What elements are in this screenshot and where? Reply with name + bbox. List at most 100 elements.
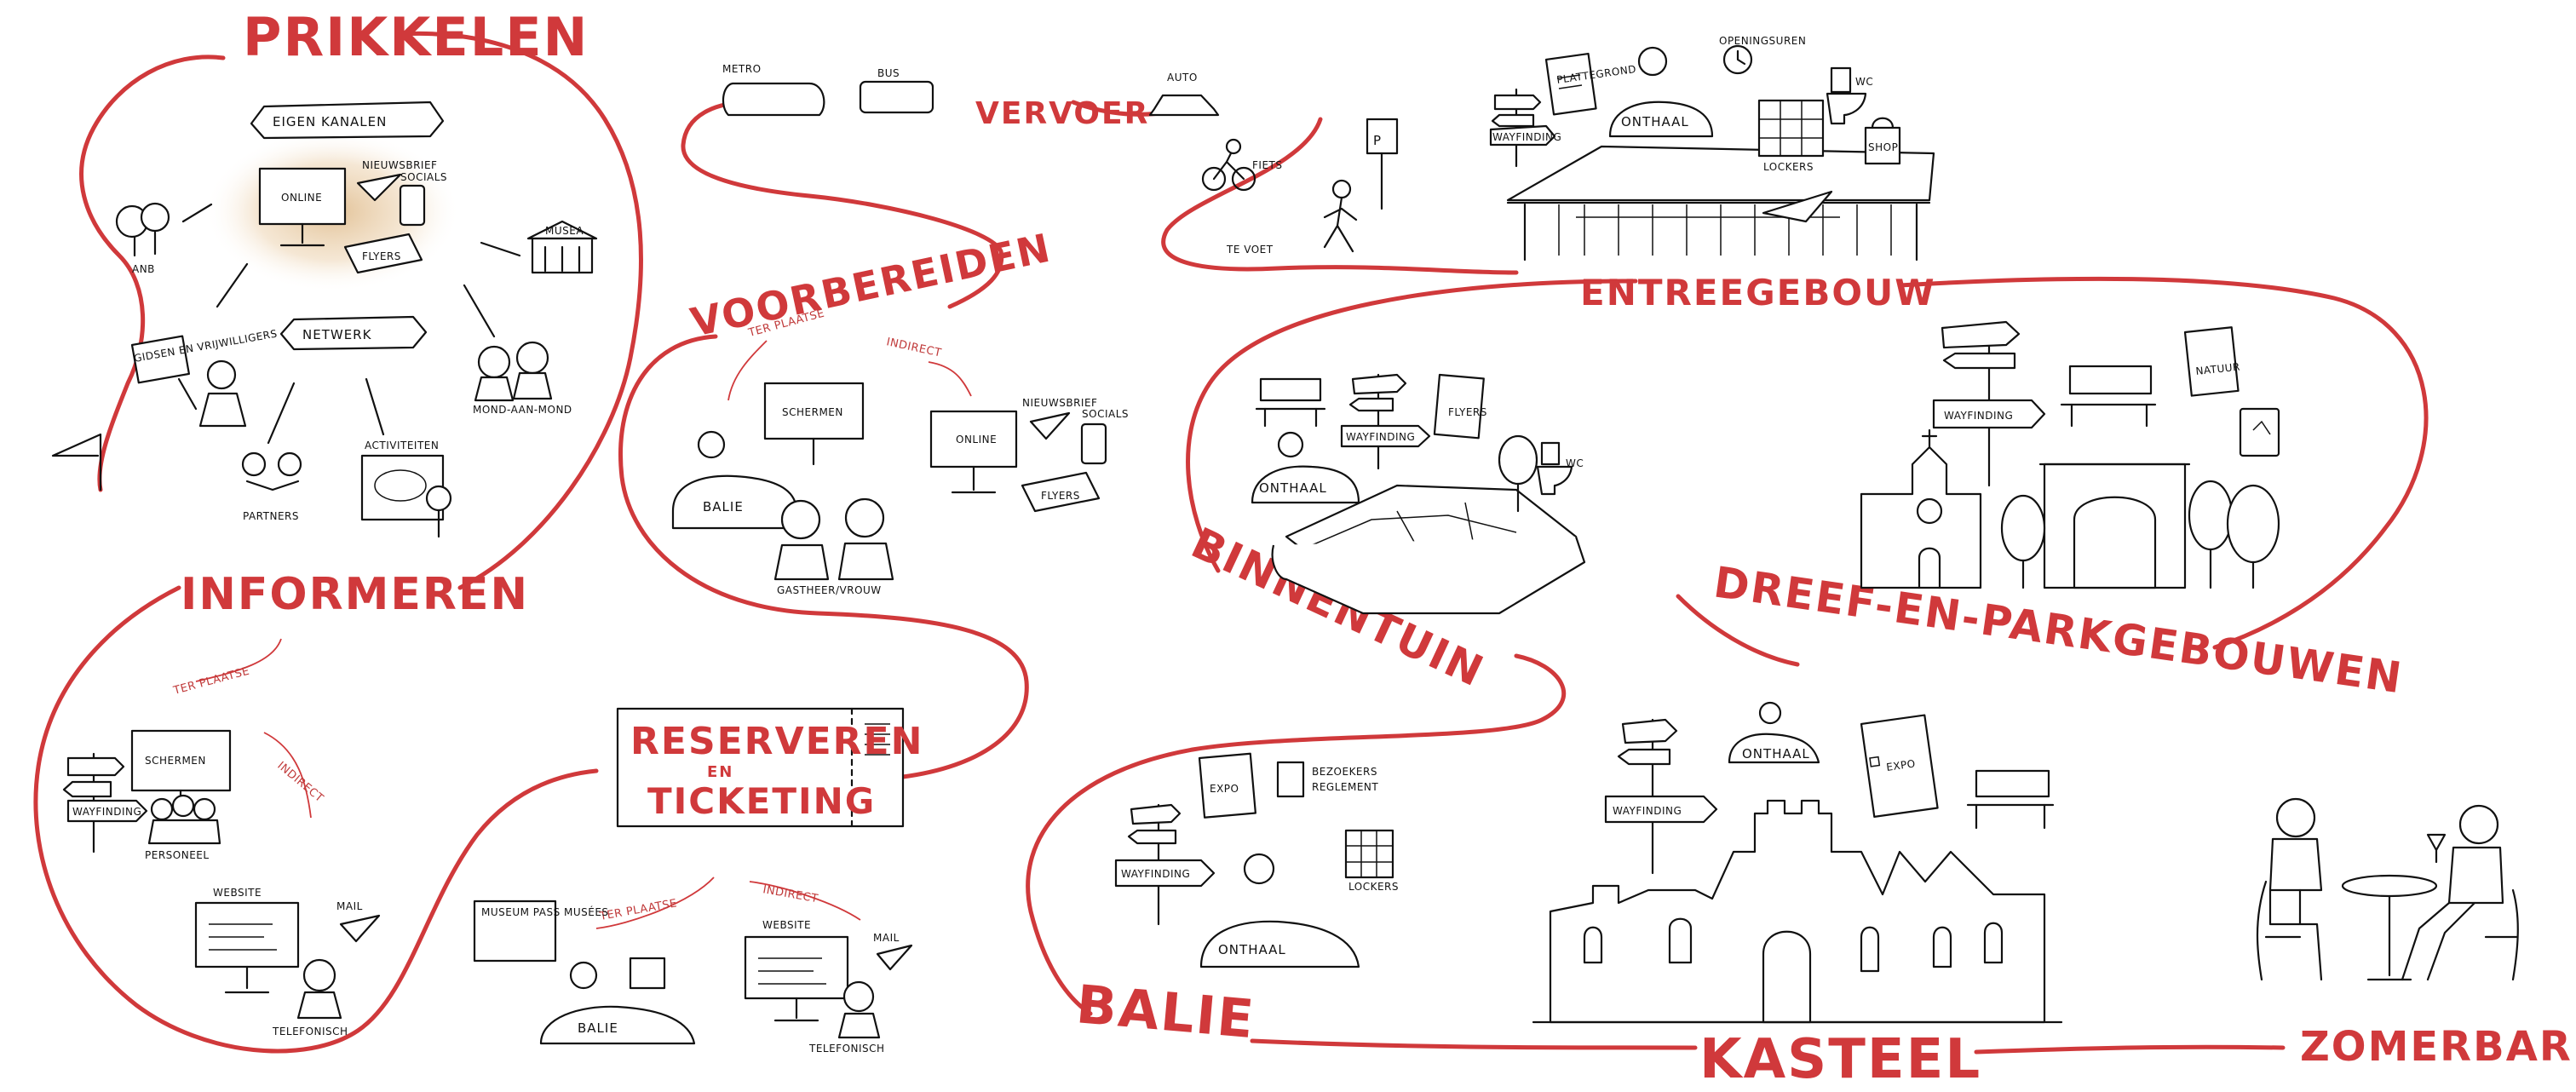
label-wayfinding-entree: WAYFINDING [1492, 131, 1561, 143]
handshake-icon [243, 453, 301, 490]
two-people-icon [475, 342, 551, 400]
label-online: ONLINE [281, 192, 322, 204]
label-mond-aan-mond: MOND-AAN-MOND [473, 404, 572, 416]
informeren-zone: TER PLAATSE INDIRECT SCHERMEN WAYFINDING… [64, 639, 379, 1037]
lockers-icon-2 [1346, 830, 1393, 877]
label-telefonisch-informeren: TELEFONISCH [272, 1026, 348, 1037]
signpost-icon-2 [1491, 89, 1555, 166]
church-icon [1861, 430, 1981, 588]
signpost-icon-6 [1606, 720, 1716, 873]
label-onthaal-kasteel: ONTHAAL [1742, 746, 1810, 762]
terrace-people-icon [2257, 799, 2518, 980]
label-online-voorbereiden: ONLINE [956, 434, 997, 445]
label-socials-voorbereiden: SOCIALS [1082, 408, 1129, 420]
section-balie: BALIE [1074, 973, 1258, 1050]
label-nieuwsbrief: NIEUWSBRIEF [362, 159, 437, 171]
label-expo-balie: EXPO [1210, 783, 1239, 795]
section-kasteel: KASTEEL [1699, 1028, 1981, 1091]
label-bus: BUS [877, 67, 900, 79]
label-lockers-entree: LOCKERS [1763, 161, 1814, 173]
label-flyers-voorbereiden: FLYERS [1041, 490, 1080, 502]
bench-icon-2 [2061, 366, 2155, 426]
zomerbar-zone [2257, 799, 2518, 980]
kasteel-zone: ONTHAAL WAYFINDING EXPO [1533, 703, 2061, 1022]
car-icon [1150, 95, 1218, 115]
label-fiets: FIETS [1252, 159, 1282, 171]
screen-icon [132, 731, 230, 805]
phone-person-icon-2 [839, 982, 879, 1037]
reserveren-en: EN [707, 763, 733, 781]
castle-drawing [1533, 801, 2061, 1022]
recycle-bin-icon [2240, 409, 2279, 456]
mail-plane-icon-2 [877, 945, 911, 969]
reserveren-ticketing: TICKETING [647, 780, 876, 822]
lockers-icon [1759, 101, 1823, 156]
label-indirect-reserveren: INDIRECT [762, 883, 819, 905]
label-balie-voorbereiden: BALIE [703, 499, 744, 514]
activities-board-icon [362, 456, 451, 537]
label-mail-reserveren: MAIL [873, 932, 900, 944]
staff-group-icon [149, 796, 220, 843]
start-flag-icon [53, 434, 101, 490]
paper-plane-icon-2 [1031, 413, 1069, 439]
bus-icon [860, 82, 933, 112]
label-indirect-informeren: INDIRECT [274, 760, 325, 806]
label-musea: MUSEA [545, 225, 584, 237]
vervoer-zone: METRO BUS AUTO FIETS TE VOET P [722, 63, 1397, 256]
label-wc-binnentuin: WC [1566, 457, 1584, 469]
label-socials: SOCIALS [400, 171, 447, 183]
label-gastheer: GASTHEER/VROUW [777, 584, 882, 596]
label-onthaal-entree: ONTHAAL [1621, 114, 1689, 129]
label-website-reserveren: WEBSITE [762, 919, 811, 931]
phone-icon-2 [1082, 424, 1106, 463]
walking-person-icon [1325, 181, 1356, 251]
label-schermen-informeren: SCHERMEN [145, 755, 206, 767]
section-zomerbar: ZOMERBAR [2300, 1023, 2573, 1071]
section-prikkelen: PRIKKELEN [243, 6, 589, 68]
balie-zone: EXPO BEZOEKERS REGLEMENT WAYFINDING LOCK… [1116, 754, 1399, 967]
reserveren-zone: TER PLAATSE INDIRECT MUSEUM PASS MUSÉES … [474, 877, 911, 1055]
dreef-zone: WAYFINDING NATUUR [1861, 322, 2279, 588]
label-flyers-binnentuin: FLYERS [1448, 406, 1487, 418]
signpost-icon-4 [1934, 322, 2044, 486]
label-wayfinding-informeren: WAYFINDING [72, 806, 141, 818]
section-informeren: INFORMEREN [181, 569, 529, 620]
voorbereiden-zone: TER PLAATSE INDIRECT SCHERMEN BALIE GAST… [673, 307, 1129, 596]
label-te-voet: TE VOET [1226, 244, 1274, 256]
section-entreegebouw: ENTREEGEBOUW [1580, 272, 1936, 313]
entreegebouw-zone: WAYFINDING PLATTEGROND ONTHAAL OPENINGSU… [1491, 35, 1934, 260]
metro-icon [723, 83, 824, 115]
label-balie-reserveren: BALIE [578, 1020, 618, 1036]
mail-plane-icon [341, 916, 379, 941]
label-ter-plaatse-reserveren: TER PLAATSE [598, 897, 678, 923]
label-openingsuren: OPENINGSUREN [1719, 35, 1806, 47]
label-flyers: FLYERS [362, 250, 401, 262]
prikkelen-zone: EIGEN KANALEN ONLINE NIEUWSBRIEF SOCIALS… [53, 102, 596, 537]
label-indirect-voorbereiden: INDIRECT [885, 336, 942, 359]
label-onthaal-balie: ONTHAAL [1218, 942, 1286, 957]
label-mail-informeren: MAIL [336, 900, 363, 912]
label-wayfinding-binnentuin: WAYFINDING [1346, 431, 1415, 443]
clock-icon [1724, 46, 1751, 73]
label-website-informeren: WEBSITE [213, 887, 262, 899]
phone-person-icon [298, 960, 341, 1018]
screen-icon-2 [765, 383, 863, 464]
signpost-icon-3 [1342, 375, 1429, 468]
section-voorbereiden: VOORBEREIDEN [687, 224, 1055, 345]
label-personeel: PERSONEEL [145, 849, 210, 861]
label-wc-entree: WC [1855, 76, 1873, 88]
label-telefonisch-reserveren: TELEFONISCH [808, 1043, 885, 1055]
label-shop: SHOP [1868, 141, 1898, 153]
signpost-icon-5 [1116, 805, 1214, 924]
label-auto: AUTO [1167, 72, 1198, 83]
section-vervoer: VERVOER [975, 96, 1149, 131]
parking-sign-icon [1367, 119, 1397, 209]
label-partners: PARTNERS [243, 510, 299, 522]
label-schermen-voorbereiden: SCHERMEN [782, 406, 843, 418]
website-monitor-icon [196, 903, 298, 992]
website-monitor-icon-2 [745, 937, 848, 1020]
label-parking: P [1373, 133, 1382, 148]
label-activiteiten: ACTIVITEITEN [365, 440, 439, 451]
label-bezoekers: BEZOEKERS [1312, 766, 1377, 778]
